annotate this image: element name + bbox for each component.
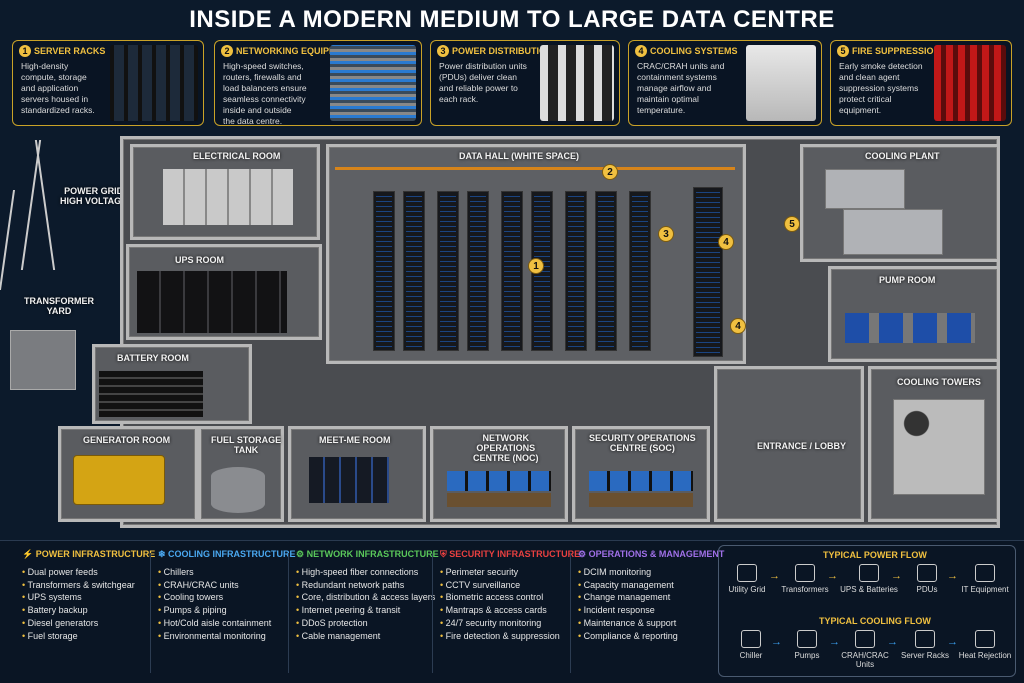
cooling-plant: COOLING PLANT (800, 144, 1000, 262)
marker-server-racks: 1 (528, 258, 544, 274)
network-switch-icon (330, 45, 416, 121)
marker-networking: 2 (602, 164, 618, 180)
meet-me-room: MEET-ME ROOM (288, 426, 426, 522)
security-infrastructure-list: ⛨ SECURITY INFRASTRUCTURE Perimeter secu… (440, 549, 580, 642)
cooling-infrastructure-list: ❄ COOLING INFRASTRUCTURE ChillersCRAH/CR… (158, 549, 296, 642)
pylon-icon (0, 190, 16, 290)
pylon-icon (737, 564, 757, 582)
heat-icon (975, 630, 995, 648)
generator-icon (73, 455, 165, 505)
cooling-towers: COOLING TOWERS (868, 366, 1000, 522)
monitor-wall-icon (447, 471, 551, 491)
transformer-icon (10, 330, 76, 390)
data-hall: DATA HALL (WHITE SPACE) (326, 144, 746, 364)
card-heading: POWER DISTRIBUTION (452, 46, 553, 56)
entrance-lobby: ENTRANCE / LOBBY (714, 366, 864, 522)
pdu-icon (917, 564, 937, 582)
battery-icon (99, 371, 203, 417)
switchgear-icon (163, 169, 293, 225)
pump-icon (845, 313, 975, 343)
ups-cabinet-icon (137, 271, 287, 333)
network-infrastructure-list: ⚙ NETWORK INFRASTRUCTURE High-speed fibe… (296, 549, 439, 642)
card-heading: FIRE SUPPRESSION (852, 46, 941, 56)
electrical-room: ELECTRICAL ROOM (130, 144, 320, 240)
pump-room: PUMP ROOM (828, 266, 1000, 362)
server-rack-icon (915, 630, 935, 648)
transformer-icon (795, 564, 815, 582)
chiller-icon (843, 209, 943, 255)
marker-power-distribution: 3 (658, 226, 674, 242)
desk-icon (589, 493, 693, 507)
cooling-flow-heading: TYPICAL COOLING FLOW (819, 616, 931, 626)
power-flow-heading: TYPICAL POWER FLOW (823, 550, 927, 560)
crac-unit-icon (746, 45, 816, 121)
snowflake-icon: ❄ (158, 549, 169, 559)
network-rack-icon (309, 457, 389, 503)
card-heading: SERVER RACKS (34, 46, 106, 56)
card-heading: NETWORKING EQUIPMENT (236, 46, 355, 56)
fuel-tank-icon (211, 467, 265, 513)
pdu-icon (540, 45, 614, 121)
chiller-icon (741, 630, 761, 648)
battery-room: BATTERY ROOM (92, 344, 252, 424)
card-heading: COOLING SYSTEMS (650, 46, 738, 56)
battery-icon (859, 564, 879, 582)
page-title: INSIDE A MODERN MEDIUM TO LARGE DATA CEN… (189, 6, 835, 33)
gear-icon: ⚙ (578, 549, 589, 559)
desk-icon (447, 493, 551, 507)
infrastructure-legend: ⚡ POWER INFRASTRUCTURE Dual power feedsT… (0, 540, 1024, 683)
monitor-wall-icon (589, 471, 693, 491)
generator-room: GENERATOR ROOM (58, 426, 198, 522)
operations-management-list: ⚙ OPERATIONS & MANAGEMENT DCIM monitorin… (578, 549, 724, 642)
cooling-tower-icon (893, 399, 985, 495)
flow-panel: TYPICAL POWER FLOW Utility Grid → Transf… (718, 545, 1016, 677)
pump-icon (797, 630, 817, 648)
chiller-icon (825, 169, 905, 209)
marker-fire-suppression: 5 (784, 216, 800, 232)
lightning-icon: ⚡ (22, 549, 36, 559)
server-icon (975, 564, 995, 582)
pylon-icon (34, 140, 56, 270)
marker-cooling: 4 (730, 318, 746, 334)
network-icon: ⚙ (296, 549, 307, 559)
power-infrastructure-list: ⚡ POWER INFRASTRUCTURE Dual power feedsT… (22, 549, 155, 642)
fire-cylinder-icon (934, 45, 1006, 121)
marker-cooling: 4 (718, 234, 734, 250)
server-rack-icon (110, 45, 198, 121)
ups-room: UPS ROOM (126, 244, 322, 340)
shield-icon: ⛨ (440, 549, 450, 559)
snowflake-icon (855, 630, 875, 648)
